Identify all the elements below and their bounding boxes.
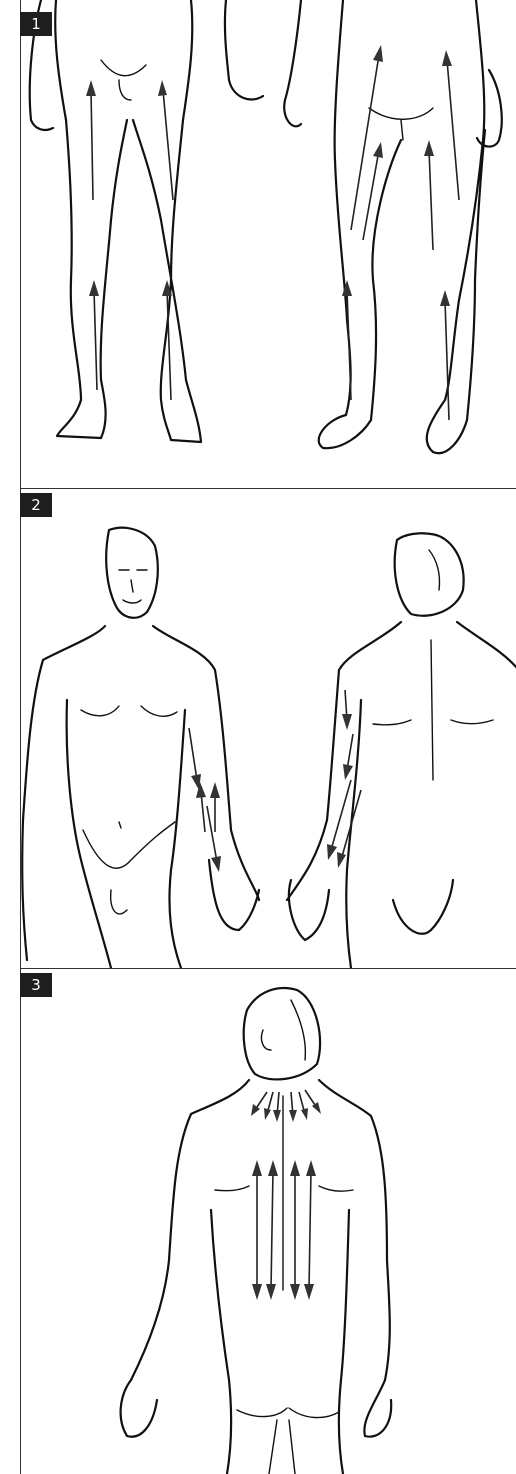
panel-3-back	[20, 969, 516, 1474]
legs-illustration	[21, 0, 516, 488]
panel-1-legs	[20, 0, 516, 488]
panel-2-arms	[20, 489, 516, 968]
arms-illustration	[21, 489, 516, 968]
panel-number-3: 3	[20, 973, 52, 997]
back-illustration	[21, 969, 516, 1474]
leg-arrows	[86, 45, 459, 420]
panel-number-2: 2	[20, 493, 52, 517]
back-arrows	[251, 1090, 321, 1300]
panel-number-1: 1	[20, 12, 52, 36]
